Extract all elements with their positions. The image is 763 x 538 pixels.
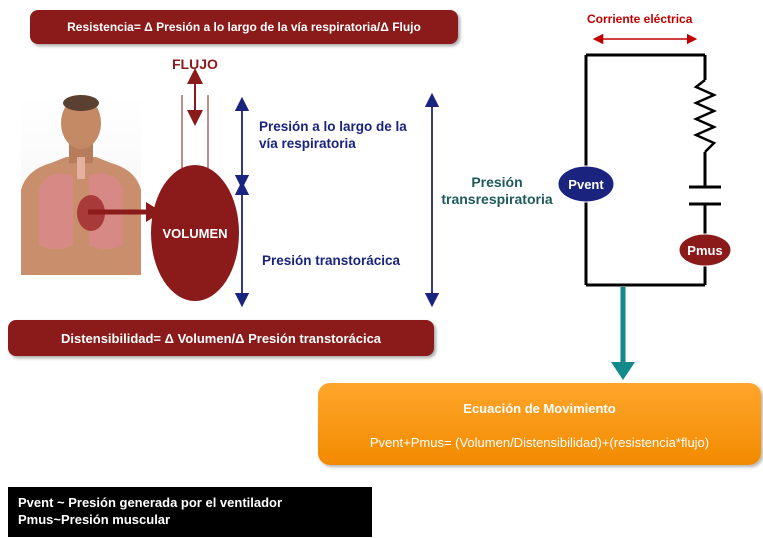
pvent-node <box>557 165 615 203</box>
current-label: Corriente eléctrica <box>587 12 693 26</box>
teal-arrow-head <box>611 362 635 380</box>
human-chest-icon <box>21 95 141 275</box>
resistor-icon <box>692 79 718 153</box>
legend-box: Pvent ~ Presión generada por el ventilad… <box>8 487 372 537</box>
compliance-banner: Distensibilidad= Δ Volumen/Δ Presión tra… <box>8 320 434 356</box>
resistance-banner: Resistencia= Δ Presión a lo largo de la … <box>30 10 458 44</box>
chest-arrow-head <box>146 202 162 222</box>
equation-formula: Pvent+Pmus= (Volumen/Distensibilidad)+(r… <box>369 435 710 450</box>
legend-line-pmus: Pmus~Presión muscular <box>18 512 171 527</box>
compliance-banner-text: Distensibilidad= Δ Volumen/Δ Presión tra… <box>60 330 382 346</box>
human-chest-figure <box>21 95 141 275</box>
capacitor-icon <box>689 185 721 206</box>
legend-line-pvent: Pvent ~ Presión generada por el ventilad… <box>18 495 283 510</box>
pvent-label: Pvent <box>568 177 604 192</box>
resistance-banner-text: Resistencia= Δ Presión a lo largo de la … <box>67 20 421 34</box>
pmus-node <box>678 233 732 267</box>
flow-label: FLUJO <box>172 56 218 72</box>
volume-ellipse <box>151 165 239 301</box>
pmus-label: Pmus <box>687 243 722 258</box>
circuit-wires <box>584 53 707 287</box>
transthoracic-pressure-label: Presión transtorácica <box>262 253 401 268</box>
volume-label: VOLUMEN <box>162 226 228 241</box>
airway-pressure-label: Presión a lo largo de la vía respiratori… <box>259 119 407 151</box>
equation-box: Ecuación de Movimiento Pvent+Pmus= (Volu… <box>318 383 761 465</box>
equation-title: Ecuación de Movimiento <box>463 401 616 416</box>
transrespiratory-pressure-label: Presión transrespiratoria <box>441 174 553 207</box>
